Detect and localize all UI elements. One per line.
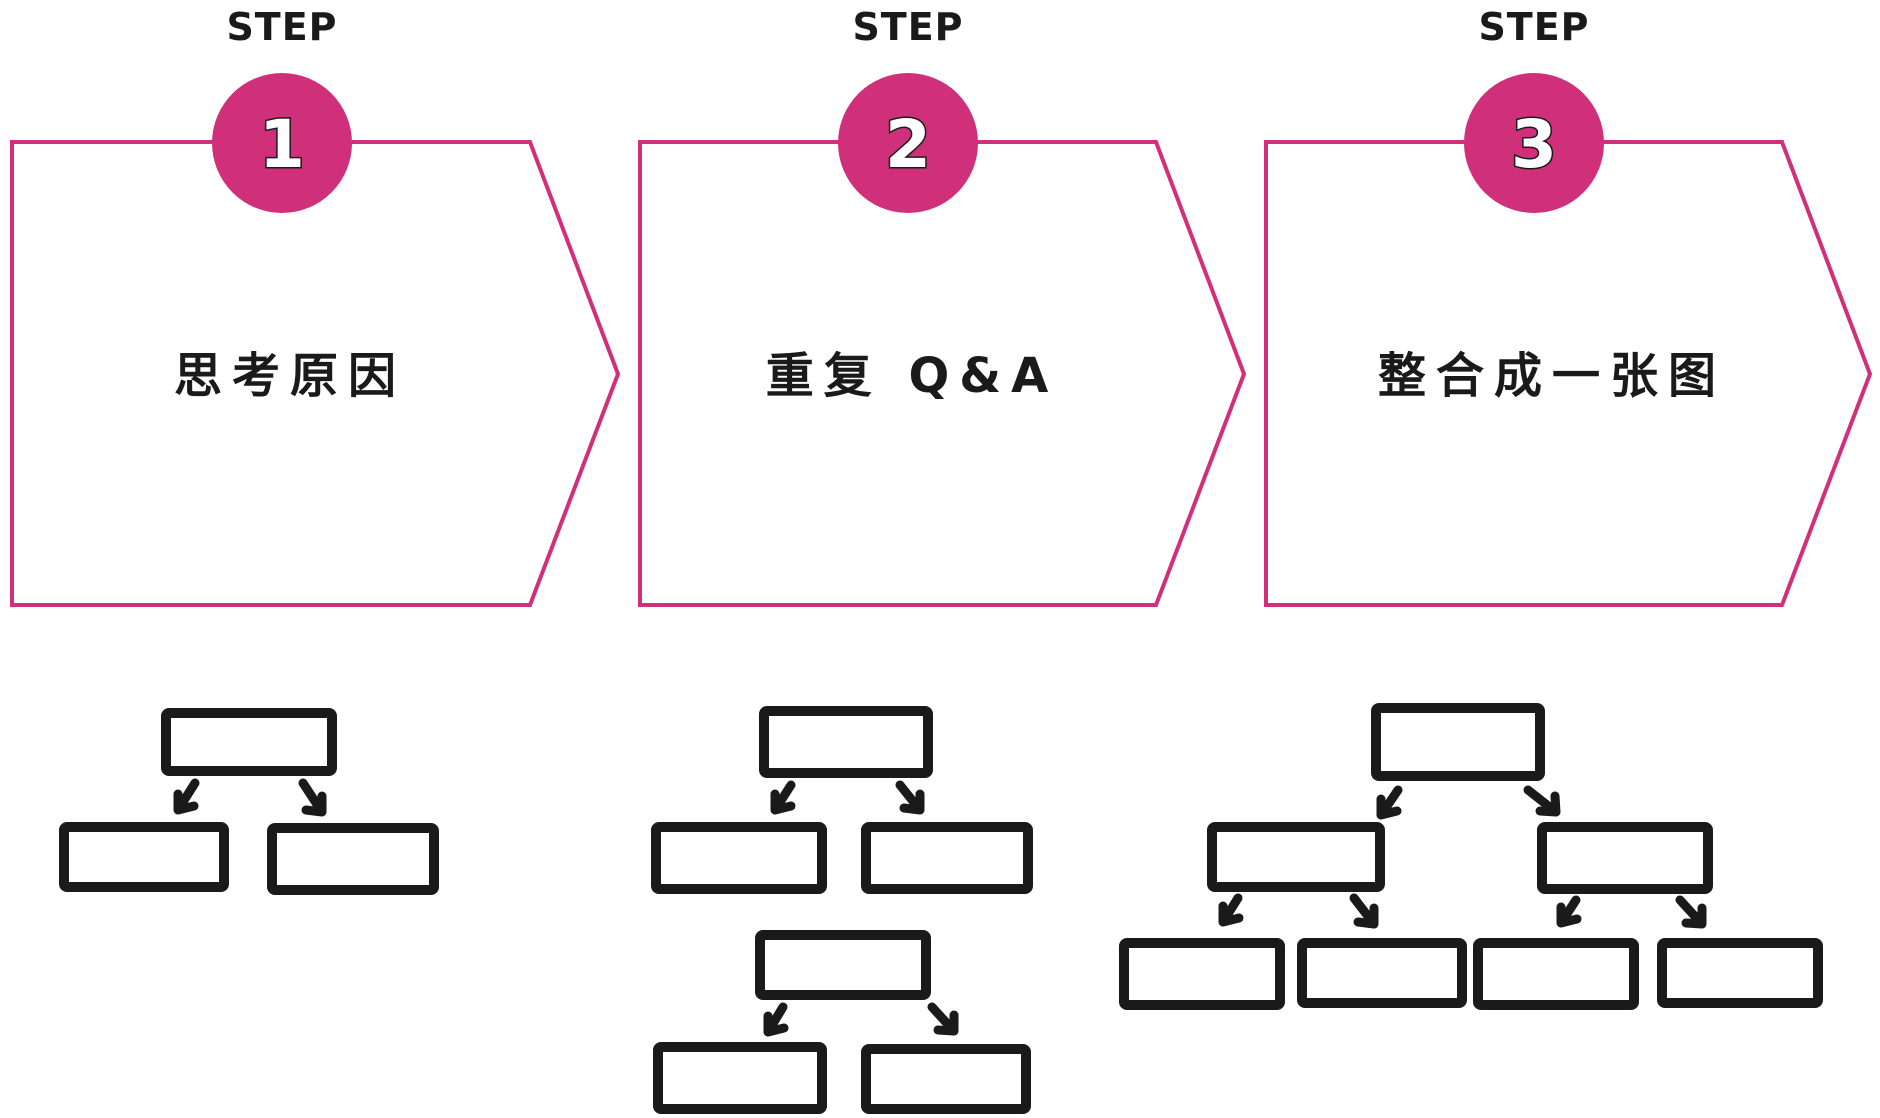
tree-box (1207, 822, 1385, 892)
step-3-number: 3 (1511, 106, 1557, 183)
tree-box (1119, 938, 1285, 1010)
tree-box (1657, 938, 1823, 1008)
diagram-3-tree (1119, 703, 1823, 1010)
step-2-heading: STEP (852, 5, 963, 49)
tree-arrow-icon (1218, 893, 1244, 927)
tree-arrow-icon (1523, 785, 1561, 817)
step-1: STEP 1 思考原因 (10, 5, 621, 607)
tree-box (267, 823, 439, 895)
tree-box (59, 822, 229, 892)
tree-arrow-icon (770, 780, 796, 815)
tree-arrow-icon (927, 1002, 959, 1036)
tree-box (759, 706, 933, 778)
step-2-arrow-frame (638, 140, 1247, 607)
step-1-number-badge (212, 73, 352, 213)
step-2-number-badge (838, 73, 978, 213)
tree-box (653, 1042, 827, 1114)
tree-box (861, 822, 1033, 894)
tree-box (161, 708, 337, 776)
step-2-number: 2 (885, 106, 931, 183)
tree-arrow-icon (173, 778, 200, 815)
tree-box (755, 930, 931, 1000)
step-2: STEP 2 重复 Q&A (638, 5, 1247, 607)
tree-box (861, 1044, 1031, 1114)
tree-arrow-icon (1675, 895, 1707, 929)
step-2-label: 重复 Q&A (766, 348, 1059, 404)
diagram-2-tree (651, 706, 1033, 1114)
tree-box (1537, 822, 1713, 894)
step-1-heading: STEP (226, 5, 337, 49)
tree-arrow-icon (1349, 893, 1379, 929)
step-3-number-badge (1464, 73, 1604, 213)
step-3-arrow-frame (1264, 140, 1873, 607)
tree-box (1297, 938, 1467, 1008)
diagram-1-tree (59, 708, 439, 895)
tree-arrow-icon (895, 780, 925, 815)
step-3-heading: STEP (1478, 5, 1589, 49)
step-3-label: 整合成一张图 (1378, 348, 1726, 404)
tree-box (1371, 703, 1545, 781)
tree-box (1473, 938, 1639, 1010)
step-3: STEP 3 整合成一张图 (1264, 5, 1873, 607)
tree-arrow-icon (1376, 785, 1403, 820)
tree-arrow-icon (763, 1002, 789, 1037)
step-1-label: 思考原因 (174, 348, 406, 404)
tree-arrow-icon (1556, 895, 1582, 928)
tree-box (651, 822, 827, 894)
step-1-number: 1 (259, 106, 305, 183)
step-1-arrow-frame (10, 140, 621, 607)
tree-arrow-icon (298, 778, 327, 817)
